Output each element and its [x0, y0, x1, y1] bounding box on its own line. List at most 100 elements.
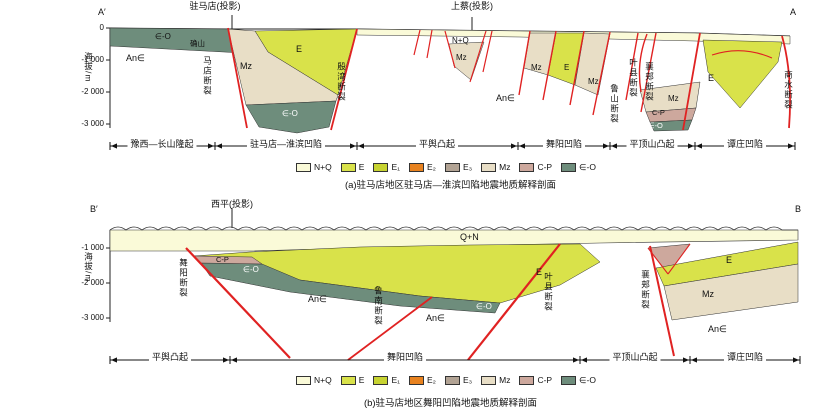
- legend-swatch-eo: [561, 163, 577, 172]
- unit-label-b-qn: Q+N: [460, 232, 479, 242]
- legend-label-e3: E₃: [462, 162, 473, 173]
- fault-label-b-yexian: 叶县断裂: [543, 272, 554, 312]
- legend-item-eo: ∈-O: [561, 376, 596, 385]
- panel-b-tick-2000: -2 000: [81, 278, 104, 287]
- fault-b-lunan-line: [347, 296, 433, 361]
- legend-label-cp: C-P: [537, 162, 553, 173]
- fault-a-pingdingshan-cluster-lines: [625, 32, 657, 113]
- legend-label-e1: E₁: [391, 162, 400, 173]
- zone-a-zhumadian-huaibin-sag: 驻马店—淮滨凹陷: [246, 140, 326, 149]
- legend-label-mz: Mz: [499, 375, 511, 386]
- legend-swatch-e1: [373, 376, 389, 385]
- legend-label-e2: E₂: [426, 375, 436, 386]
- legend-item-cp: C-P: [519, 163, 552, 172]
- fault-label-a-xiangjia: 襄郏断裂: [644, 62, 655, 102]
- caption-panel-a: (a)驻马店地区驻马店—淮滨凹陷地震地质解释剖面: [344, 180, 557, 191]
- projection-label-zhumadian: 驻马店(投影): [189, 1, 241, 11]
- unit-a-tanzhuang-e: [702, 39, 783, 109]
- legend-swatch-e3: [444, 163, 460, 172]
- panel-a-tick-0: 0: [99, 23, 104, 32]
- zone-b-tanzhuang-sag: 谭庄凹陷: [723, 353, 767, 362]
- fault-b-yexian-line: [467, 243, 561, 361]
- legend-swatch-e3: [444, 376, 460, 385]
- panel-a-axis-title: 海拔/m: [83, 52, 94, 83]
- legend-item-nq: N+Q: [296, 376, 332, 385]
- fault-a-wuyang-cluster-lines: [518, 30, 611, 116]
- legend-swatch-e: [340, 376, 356, 385]
- legend-label-mz: Mz: [499, 162, 511, 173]
- zone-b-pingdingshan-high: 平顶山凸起: [609, 353, 661, 362]
- fault-a-tanzhuang-west-line: [682, 32, 701, 131]
- zone-a-pingyu-high: 平舆凸起: [415, 140, 459, 149]
- legend-label-e3: E₃: [462, 375, 473, 386]
- fault-label-yinwan: 殷湾断裂: [336, 62, 347, 102]
- unit-label-a-wuyang-e: E: [564, 63, 570, 72]
- legend-label-e1: E₁: [391, 375, 400, 386]
- fault-a-surface-thrust-line: [711, 50, 773, 59]
- unit-b-basin-eo-band: [200, 262, 501, 314]
- unit-label-a-wuyang-mz1: Mz: [531, 63, 542, 72]
- unit-label-a-pocket-cp: C-P: [652, 108, 665, 117]
- legend-label-e2: E₂: [426, 162, 436, 173]
- fault-b-wuyang-line: [185, 247, 291, 359]
- panel-a-tick-1000: -1 000: [81, 55, 104, 64]
- unit-a-wuyang-mz2: [574, 32, 611, 96]
- section-b-right-endpoint: B: [795, 204, 802, 214]
- unit-label-a-basin-e: E: [296, 44, 303, 54]
- section-b-left-endpoint: B′: [90, 204, 98, 214]
- unit-label-b-basin-e: E: [536, 267, 543, 277]
- zone-a-tanzhuang-sag: 谭庄凹陷: [723, 140, 767, 149]
- panel-a-tick-3000: -3 000: [81, 119, 104, 128]
- unit-label-b-an-2: An∈: [426, 313, 445, 323]
- unit-label-b-cp-left: C-P: [216, 255, 229, 264]
- legend-swatch-e2: [408, 376, 424, 385]
- zone-b-wuyang-sag: 舞阳凹陷: [383, 353, 427, 362]
- legend-item-e: E: [340, 163, 364, 172]
- unit-label-a-pocket-eo: ∈-O: [648, 121, 663, 130]
- projection-label-xiping: 西平(投影): [211, 199, 253, 209]
- panel-a-projection-ticks: [231, 15, 473, 31]
- fault-label-a-yexian: 叶县断裂: [628, 58, 639, 98]
- unit-a-pocket-eo: [649, 119, 693, 132]
- legend-item-cp: C-P: [519, 376, 552, 385]
- legend-label-nq: N+Q: [314, 375, 332, 386]
- legend-swatch-nq: [296, 163, 312, 172]
- panel-a-elevation-axis: [106, 27, 111, 128]
- unit-label-a-tanzhuang-e: E: [708, 73, 715, 83]
- unit-label-a-basin-eo: ∈-O: [282, 109, 298, 118]
- unit-label-a-pocket-mz: Mz: [668, 94, 679, 103]
- fault-a-minor-pingyu-lines: [413, 29, 493, 83]
- projection-label-shangcai: 上蔡(投影): [451, 1, 493, 11]
- legend-item-e: E: [340, 376, 364, 385]
- fault-label-lunan: 鲁南断裂: [373, 286, 384, 326]
- unit-label-b-mz-right: Mz: [702, 289, 714, 299]
- legend-item-e2: E₂: [408, 162, 436, 173]
- unit-a-eo-left-wedge: [109, 27, 244, 54]
- unit-label-a-pingyu-mz: Mz: [456, 53, 467, 62]
- section-a-right-endpoint: A: [790, 7, 797, 17]
- legend-item-nq: N+Q: [296, 163, 332, 172]
- fault-a-yinwan-line: [330, 28, 358, 131]
- unit-label-b-eo-mid: ∈-O: [476, 302, 492, 311]
- legend-label-cp: C-P: [537, 375, 553, 386]
- unit-label-b-e-right: E: [726, 255, 733, 265]
- caption-panel-b: (b)驻马店地区舞阳凹陷地震地质解释剖面: [363, 398, 538, 409]
- legend-item-mz: Mz: [481, 163, 510, 172]
- panel-b-tick-3000: -3 000: [81, 313, 104, 322]
- unit-label-b-eo-left: ∈-O: [243, 265, 259, 274]
- legend-swatch-eo: [561, 376, 577, 385]
- legend-swatch-mz: [481, 163, 497, 172]
- unit-label-a-wuyang-mz2: Mz: [588, 77, 599, 86]
- legend-swatch-e1: [373, 163, 389, 172]
- fault-a-shangshui-line: [781, 35, 791, 129]
- fault-a-madian-line: [227, 27, 248, 129]
- legend-swatch-e: [340, 163, 356, 172]
- legend-item-eo: ∈-O: [561, 163, 596, 172]
- legend-item-e2: E₂: [408, 375, 436, 386]
- zone-a-pingdingshan-high: 平顶山凸起: [626, 140, 678, 149]
- legend-swatch-cp: [519, 376, 535, 385]
- panel-a-tick-2000: -2 000: [81, 87, 104, 96]
- panel-b-axis-title: 海拔/m: [83, 252, 94, 283]
